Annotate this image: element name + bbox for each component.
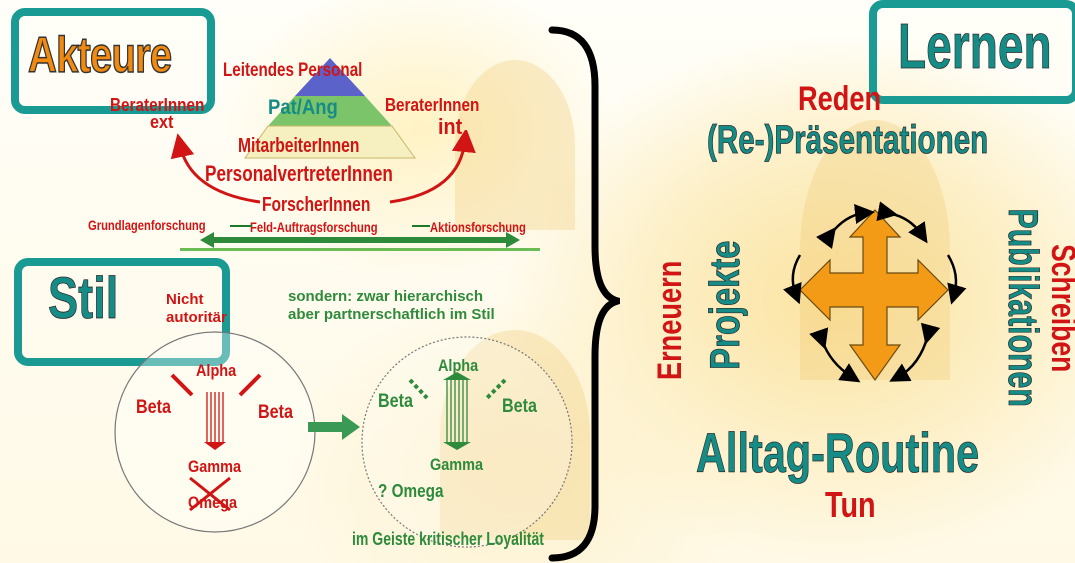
- left-beta-right-label: Beta: [258, 402, 294, 423]
- partnership-line1: sondern: zwar hierarchisch: [288, 288, 484, 305]
- tun-label: Tun: [825, 484, 876, 525]
- right-gamma-label: Gamma: [430, 455, 484, 474]
- left-beta-left-label: Beta: [136, 397, 172, 418]
- stil-title: Stil: [48, 266, 119, 331]
- research-field-label: Feld-Auftragsforschung: [250, 219, 378, 235]
- background-dome: [440, 330, 590, 540]
- akteure-title-frame: [11, 8, 215, 114]
- four-way-arrow-icon: [799, 209, 949, 382]
- left-omega-label: Omega: [188, 493, 237, 512]
- stil-title-frame: [14, 258, 230, 366]
- learning-cycle: [783, 201, 967, 383]
- lernen-title-frame: [869, 0, 1075, 104]
- advisors-ext-line1: BeraterInnen: [110, 95, 205, 115]
- pyramid-mid-label: Pat/Ang: [268, 96, 338, 119]
- right-beta-left-label: Beta: [378, 391, 414, 412]
- grouping-bracket: [548, 26, 620, 562]
- lernen-title: Lernen: [898, 10, 1052, 82]
- praesentationen-label: (Re-)Präsentationen: [707, 118, 989, 162]
- pyramid-top-label: Leitendes Personal: [223, 60, 363, 81]
- advisor-arrows: [170, 130, 476, 204]
- right-alpha-label: Alpha: [438, 356, 479, 375]
- hierarchy-pyramid: [244, 58, 416, 159]
- pyramid-low-label: MitarbeiterInnen: [238, 135, 360, 157]
- research-action-label: Aktionsforschung: [430, 219, 526, 235]
- advisors-ext-line2: ext: [150, 112, 174, 132]
- partnership-circle: [361, 336, 573, 548]
- not-authoritarian-line2: autoritär: [166, 309, 227, 326]
- pyramid-base-label: PersonalvertreterInnen: [205, 161, 393, 186]
- left-alpha-label: Alpha: [196, 361, 237, 380]
- research-arrows: [180, 225, 540, 251]
- schreiben-label: Schreiben: [1044, 244, 1075, 373]
- left-gamma-label: Gamma: [188, 457, 242, 476]
- projekte-label: Projekte: [701, 240, 749, 370]
- akteure-title: Akteure: [27, 27, 172, 83]
- erneuern-label: Erneuern: [651, 260, 689, 380]
- partnership-line2: aber partnerschaftlich im Stil: [288, 306, 495, 323]
- research-basic-label: Grundlagenforschung: [88, 217, 206, 233]
- advisors-int-line1: BeraterInnen: [385, 95, 480, 115]
- publikationen-label: Publikationen: [1000, 208, 1048, 407]
- not-authoritarian-line1: Nicht: [166, 291, 204, 308]
- reden-label: Reden: [798, 80, 882, 118]
- authoritarian-circle: [114, 331, 316, 533]
- right-omega-label: ? Omega: [378, 481, 444, 501]
- transition-arrow: [308, 414, 360, 440]
- researchers-label: ForscherInnen: [262, 194, 371, 216]
- loyalty-label: im Geiste kritischer Loyalität: [352, 529, 544, 549]
- alltag-label: Alltag-Routine: [696, 421, 980, 484]
- right-beta-right-label: Beta: [502, 396, 538, 417]
